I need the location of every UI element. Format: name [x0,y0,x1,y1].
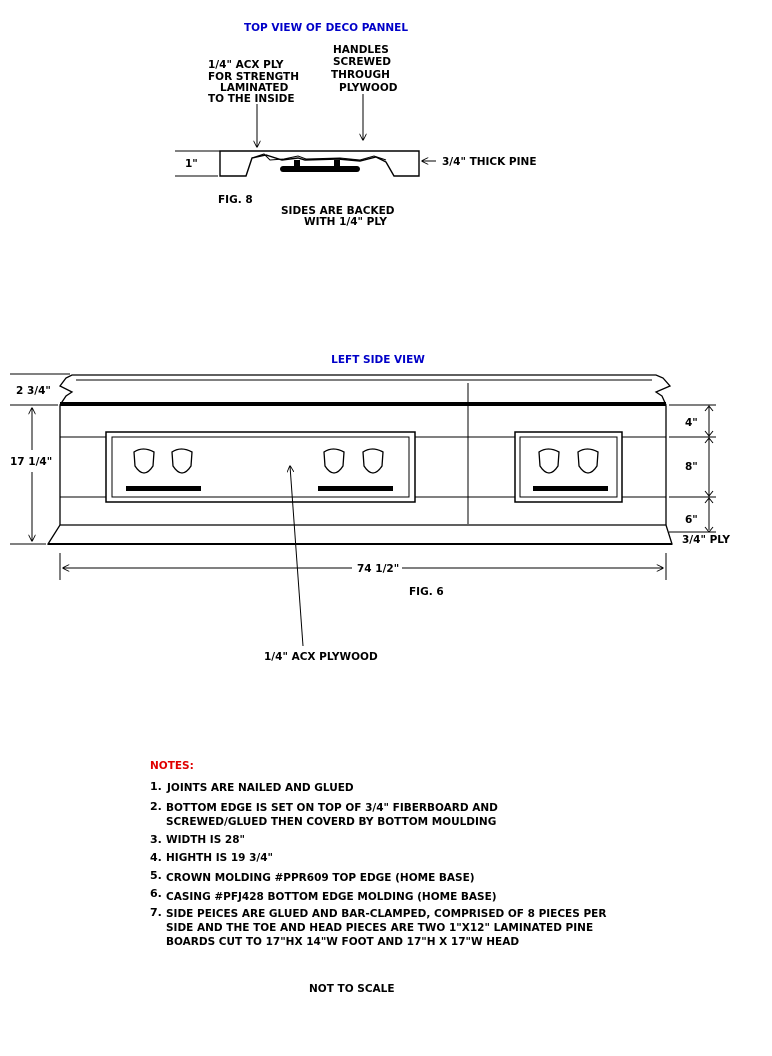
note-5: 5. CROWN MOLDING #PPR609 TOP EDGE (HOME … [150,869,475,884]
panel-cross-section: 1" 3/4" THICK PINE [175,150,537,177]
note-6-number: 6. [150,887,162,900]
dim-middle-band: 8" [685,461,698,473]
sides-note-line-1: SIDES ARE BACKED [281,205,395,217]
handle-bar-1 [126,486,201,491]
note-3-number: 3. [150,833,162,846]
handles-label-line-4: PLYWOOD [339,82,398,94]
handle-bar [280,166,360,172]
notes-section: NOTES: 1. JOINTS ARE NAILED AND GLUED 2.… [150,760,606,948]
note-3: 3. WIDTH IS 28" [150,833,245,846]
handle-bracket-1 [133,448,155,474]
note-2: 2. BOTTOM EDGE IS SET ON TOP OF 3/4" FIB… [150,800,498,828]
right-dimensions: 4" 8" 6" 3/4" PLY [669,404,730,546]
pine-label: 3/4" THICK PINE [442,156,537,168]
pine-board-outline [219,150,420,177]
side-view-title: LEFT SIDE VIEW [331,354,425,366]
note-7: 7. SIDE PEICES ARE GLUED AND BAR-CLAMPED… [150,906,606,948]
note-1-line-1: JOINTS ARE NAILED AND GLUED [166,782,354,794]
not-to-scale-label: NOT TO SCALE [309,983,395,995]
dim-top-band: 4" [685,417,698,429]
ply-label-line-3: LAMINATED [220,82,289,94]
ply-callout: 1/4" ACX PLY FOR STRENGTH LAMINATED TO T… [208,59,299,147]
casket-body [46,374,673,545]
handle-bracket-5 [538,448,560,474]
note-7-line-2: SIDE AND THE TOE AND HEAD PIECES ARE TWO… [166,922,593,934]
dim-bottom-band: 6" [685,514,698,526]
plywood-leader-arrow [290,466,304,647]
top-view-title: TOP VIEW OF DECO PANNEL [244,22,408,34]
dim-height: 17 1/4" [10,456,52,468]
right-panel-inner-frame [519,436,618,498]
side-view-section: LEFT SIDE VIEW [10,354,730,663]
sides-note-line-2: WITH 1/4" PLY [304,216,387,228]
right-deco-panel [514,431,623,503]
note-3-line-1: WIDTH IS 28" [166,834,245,846]
note-4-line-1: HIGHTH IS 19 3/4" [166,852,273,864]
ply-label-line-1: 1/4" ACX PLY [208,59,284,71]
dim-length: 74 1/2" [357,563,399,575]
right-panel-outer-frame [514,431,623,503]
left-panel-inner-frame [111,436,410,498]
note-6-line-1: CASING #PFJ428 BOTTOM EDGE MOLDING (HOME… [166,891,497,903]
handle-bracket-6 [577,448,599,474]
note-4: 4. HIGHTH IS 19 3/4" [150,851,273,864]
note-4-number: 4. [150,851,162,864]
fig6-label: FIG. 6 [409,586,444,598]
notes-heading: NOTES: [150,760,194,772]
crown-base-line [60,402,666,406]
thickness-dim: 1" [185,158,198,170]
note-7-number: 7. [150,906,162,919]
handle-group-2 [318,448,393,491]
handles-label-line-3: THROUGH [331,69,390,81]
note-7-line-1: SIDE PEICES ARE GLUED AND BAR-CLAMPED, C… [166,908,606,920]
note-2-line-2: SCREWED/GLUED THEN COVERD BY BOTTOM MOUL… [166,816,496,828]
note-1: 1. JOINTS ARE NAILED AND GLUED [150,780,354,794]
handle-post-right [334,160,340,167]
note-2-number: 2. [150,800,162,813]
handle-bracket-4 [362,448,384,474]
note-2-line-1: BOTTOM EDGE IS SET ON TOP OF 3/4" FIBERB… [166,802,498,814]
handles-label-line-2: SCREWED [333,56,391,68]
note-5-line-1: CROWN MOLDING #PPR609 TOP EDGE (HOME BAS… [166,872,475,884]
right-dim-arrowheads [704,405,714,533]
handles-label-line-1: HANDLES [333,44,389,56]
fig8-label: FIG. 8 [218,194,253,206]
handle-bar-2 [318,486,393,491]
note-7-line-3: BOARDS CUT TO 17"HX 14"W FOOT AND 17"H X… [166,936,519,948]
dim-ply: 3/4" PLY [682,534,730,546]
plywood-callout: 1/4" ACX PLYWOOD [264,466,378,663]
bottom-molding [46,524,673,545]
left-deco-panel [105,431,416,503]
ply-laminate-line [251,153,387,161]
ply-label-line-2: FOR STRENGTH [208,71,299,83]
handle-group-1 [126,448,201,491]
handles-callout: HANDLES SCREWED THROUGH PLYWOOD [331,44,398,140]
note-6: 6. CASING #PFJ428 BOTTOM EDGE MOLDING (H… [150,887,497,903]
top-view-section: TOP VIEW OF DECO PANNEL 1/4" ACX PLY FOR… [175,22,537,228]
length-dimension: 74 1/2" [59,553,667,580]
ply-label-line-4: TO THE INSIDE [208,93,295,105]
handle-bracket-2 [171,448,193,474]
handle-bar-3 [533,486,608,491]
note-1-number: 1. [150,780,162,793]
dim-crown: 2 3/4" [16,385,51,397]
note-5-number: 5. [150,869,162,882]
plywood-label: 1/4" ACX PLYWOOD [264,651,378,663]
handle-bracket-3 [323,448,345,474]
handle-post-left [294,160,300,167]
left-dimensions: 2 3/4" 17 1/4" [10,373,70,545]
